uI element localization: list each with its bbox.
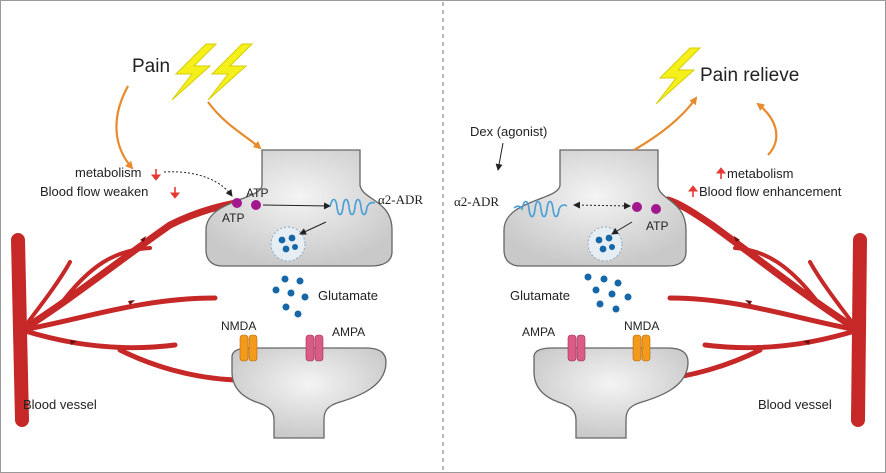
right-nmda-label: NMDA: [624, 319, 659, 333]
left-ampa-receptor-icon: [305, 334, 324, 362]
left-metabolism-to-atp-arrow: [163, 171, 233, 197]
right-dex-arrow: [495, 142, 504, 171]
left-blood-flow-label: Blood flow weaken: [40, 184, 148, 199]
right-receptor-atp-double-arrow: [573, 201, 631, 210]
right-pain-relieve-label: Pain relieve: [700, 65, 799, 86]
right-dex-label: Dex (agonist): [470, 124, 547, 139]
left-pain-to-terminal-arrow: [207, 101, 262, 150]
right-atp-label: ATP: [646, 219, 668, 233]
left-metabolism-label: metabolism: [75, 165, 141, 180]
right-lightning-bolt-icon: [655, 47, 702, 105]
left-glutamate-label: Glutamate: [318, 288, 378, 303]
left-nmda-label: NMDA: [221, 319, 256, 333]
left-ampa-label: AMPA: [332, 325, 365, 339]
right-postsynaptic-terminal: [533, 347, 689, 439]
right-ampa-label: AMPA: [522, 325, 555, 339]
left-vesicle-glutamate: [278, 234, 298, 253]
left-blood-vessel-label: Blood vessel: [23, 397, 97, 412]
right-a2-adr-receptor-icon: [513, 200, 568, 218]
left-pain-label: Pain: [132, 56, 170, 77]
left-atp-to-receptor-arrow: [262, 202, 331, 210]
right-blood-vessel-label: Blood vessel: [758, 397, 832, 412]
left-atp-bottom-label: ATP: [222, 211, 244, 225]
left-presynaptic-terminal: [205, 149, 393, 267]
right-synaptic-vesicle: [587, 226, 623, 262]
right-terminal-to-pain-arrow: [633, 96, 698, 151]
left-synaptic-vesicle: [270, 226, 306, 262]
left-a2-adr-receptor-icon: [329, 198, 376, 216]
left-cleft-glutamate: [272, 275, 309, 318]
left-atp-dot-1: [232, 198, 242, 208]
left-pain-to-metabolism-arrow: [115, 85, 134, 170]
right-metabolism-to-pain-arrow: [756, 102, 778, 156]
left-decrease-arrows: [150, 169, 181, 199]
left-lightning-bolt-icon: [171, 43, 254, 101]
left-postsynaptic-terminal: [231, 347, 387, 439]
left-receptor-to-vesicle-arrow: [299, 221, 327, 235]
right-nmda-receptor-icon: [632, 334, 651, 362]
left-panel: Pain metabolism Blood flow weaken ATP AT…: [11, 43, 423, 439]
right-ampa-receptor-icon: [567, 334, 586, 362]
right-blood-flow-label: Blood flow enhancement: [699, 184, 842, 199]
left-atp-dot-2: [251, 200, 261, 210]
right-panel: Pain relieve Dex (agonist) α2-ADR metabo…: [454, 47, 867, 439]
left-flow-arrows: [70, 236, 146, 345]
right-increase-arrows: [687, 167, 727, 197]
right-flow-arrows: [734, 236, 810, 345]
right-atp-to-vesicle-arrow: [611, 221, 633, 235]
right-vesicle-glutamate: [595, 234, 615, 253]
right-glutamate-label: Glutamate: [510, 288, 570, 303]
left-atp-top-label: ATP: [246, 186, 268, 200]
right-metabolism-label: metabolism: [727, 166, 793, 181]
left-a2-adr-label: α2-ADR: [378, 192, 423, 207]
left-nmda-receptor-icon: [239, 334, 258, 362]
right-atp-dot-1: [632, 202, 642, 212]
right-a2-adr-label: α2-ADR: [454, 194, 499, 209]
right-cleft-glutamate: [584, 273, 632, 313]
right-atp-dot-2: [651, 204, 661, 214]
